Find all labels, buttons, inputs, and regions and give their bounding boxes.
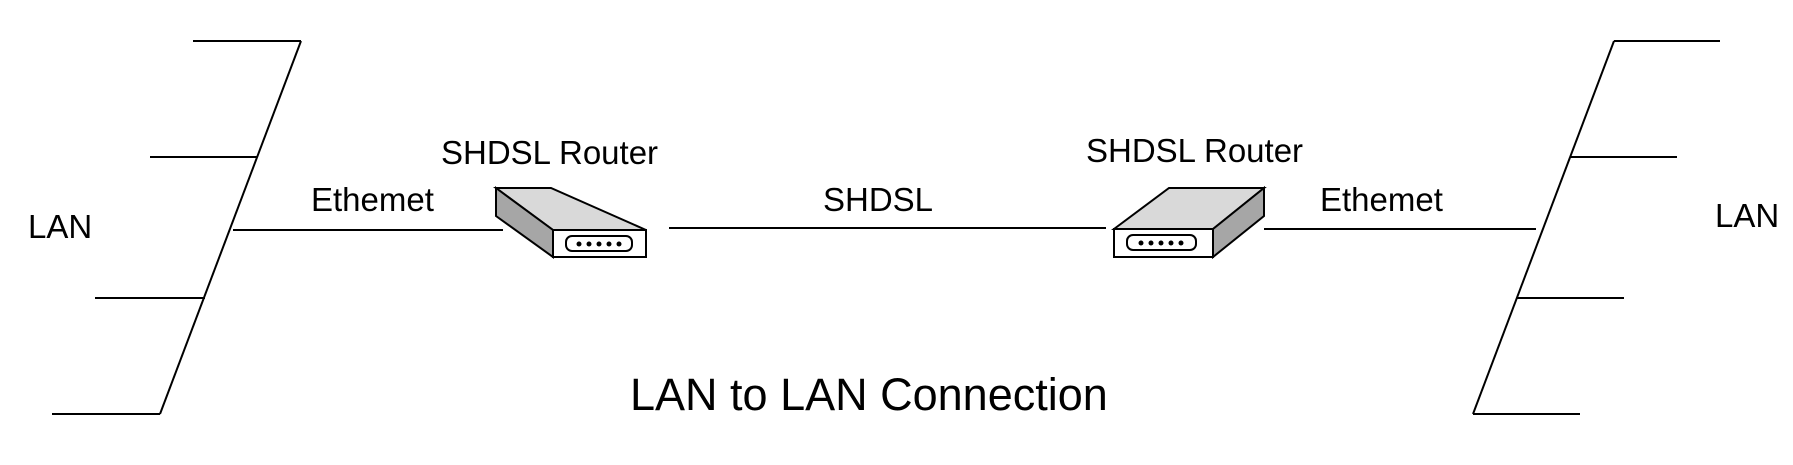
lan-bus-icon-left [52,40,302,415]
left-router-label: SHDSL Router [441,134,658,171]
diagram-title: LAN to LAN Connection [630,369,1108,420]
left-router-port-pin [596,241,602,247]
right-router-port-pin [1178,240,1184,246]
left-router-port-pin [606,241,612,247]
left-lan-backbone [159,40,302,415]
left-ethernet-label: Ethemet [311,181,434,218]
lan-bus-icon-right [1472,40,1720,415]
left-router-port-pin [586,241,592,247]
right-router-label: SHDSL Router [1086,132,1303,169]
shdsl-link-label: SHDSL [823,181,933,218]
right-router-port-pin [1148,240,1154,246]
left-router-port-pin [576,241,582,247]
left-lan-label: LAN [28,208,92,245]
router-icon-right [1110,185,1267,260]
right-router-port-pin [1138,240,1144,246]
right-router-port-pin [1158,240,1164,246]
right-lan-backbone [1472,40,1615,415]
right-ethernet-label: Ethemet [1320,181,1443,218]
router-icon-left [492,186,647,259]
left-router-port-pin [616,241,622,247]
right-router-port-pin [1168,240,1174,246]
right-lan-label: LAN [1715,197,1779,234]
